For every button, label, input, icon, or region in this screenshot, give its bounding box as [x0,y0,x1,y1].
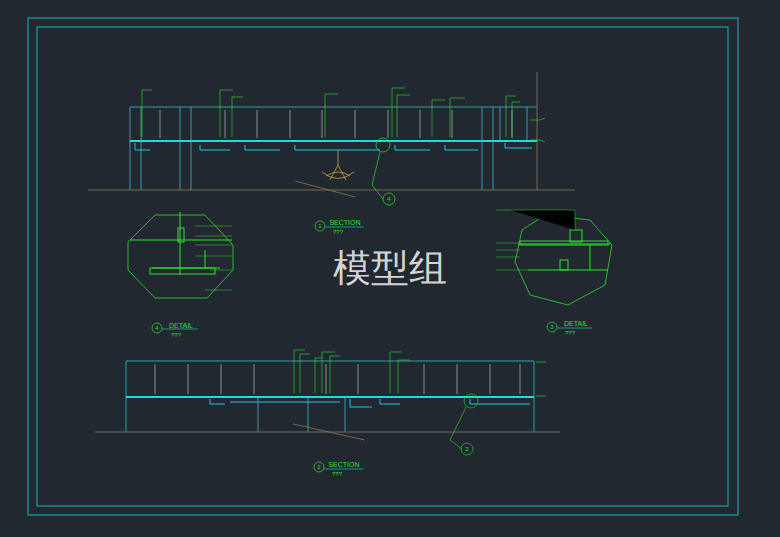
callout-number: 2 [465,446,468,452]
callout-number: 4 [387,196,390,202]
scale-note: ??? [332,471,342,477]
section-title: SECTION [328,461,359,468]
scale-note: ??? [171,332,181,338]
callout-number: 2 [317,464,320,470]
callout-number: 4 [155,325,158,331]
callout-number: 3 [550,324,553,330]
callout-number: 1 [318,223,321,229]
watermark: 模型组 [333,249,447,287]
section-title: SECTION [329,219,360,226]
detail-title: DETAIL [564,320,588,327]
scale-note: ??? [333,229,343,235]
detail-title: DETAIL [169,322,193,329]
scale-note: ??? [565,330,575,336]
